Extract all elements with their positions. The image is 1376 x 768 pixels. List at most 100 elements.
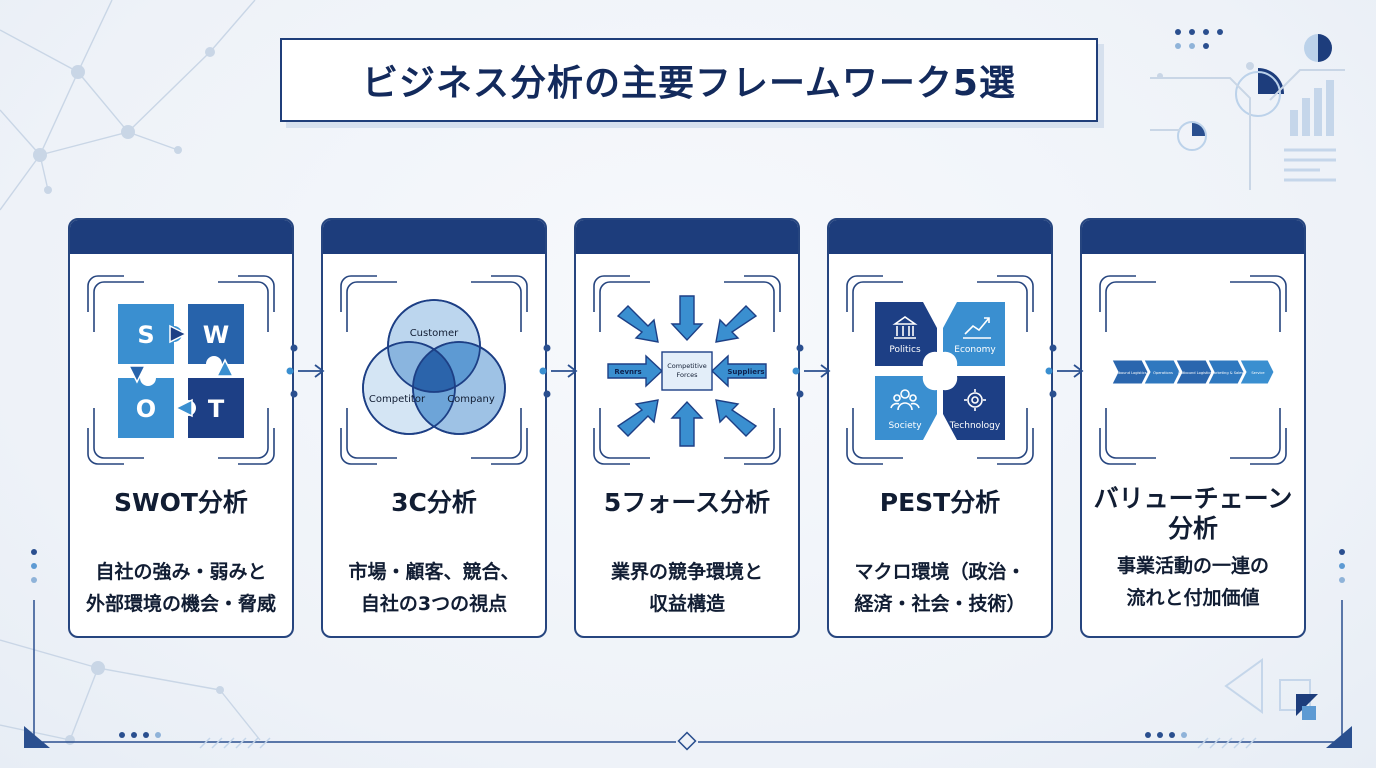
competitive-forces-box — [661, 351, 713, 391]
force-arrow-icon — [616, 399, 659, 437]
arrow-right-icon — [567, 364, 578, 378]
swot-letter-o: O — [136, 395, 156, 423]
pest-illustration: Politics Economy Society Technology — [857, 288, 1023, 454]
card-description-line: 流れと付加価値 — [1126, 587, 1260, 609]
pest-label: Society — [888, 421, 922, 431]
growth-chart-icon — [963, 317, 991, 339]
framework-card-5forces: Competitive Forces Revnrs Suppliers 5フォー… — [574, 218, 800, 638]
pest-technology-piece — [943, 376, 1005, 440]
card-title: 5フォース分析 — [603, 488, 771, 517]
card-title: PEST分析 — [879, 488, 1001, 517]
framework-card-pest: Politics Economy Society Technology PEST… — [827, 218, 1053, 638]
card-title: バリューチェーン 分析 — [1088, 484, 1298, 544]
page-title: ビジネス分析の主要フレームワーク5選 — [362, 63, 1016, 104]
swot-w-piece — [188, 304, 244, 364]
card-header-bar — [70, 220, 292, 254]
framework-card-3c: Customer Competitor Company 3C分析 市場・顧客、競… — [321, 218, 547, 638]
venn-label: Competitor — [369, 394, 426, 405]
force-arrow-icon — [607, 354, 664, 388]
illustration-frame — [846, 275, 1034, 465]
card-description-line: 市場・顧客、競合、 — [348, 561, 520, 583]
force-arrow-icon — [616, 305, 659, 343]
arrow-icon — [215, 358, 235, 377]
swot-letter-w: W — [203, 321, 229, 349]
pest-label: Politics — [889, 345, 921, 355]
connector-arrow — [286, 344, 325, 398]
value-chain-label: Marketing & Sales — [1211, 371, 1244, 375]
value-chain-step — [1175, 359, 1213, 385]
pest-politics-piece — [875, 302, 937, 366]
card-description: 自社の強み・弱みと 外部環境の機会・脅威 — [76, 556, 286, 620]
card-description-line: 自社の3つの視点 — [360, 593, 508, 615]
framework-card-value-chain: Inbound Logistics Operations Outbound Lo… — [1080, 218, 1306, 638]
value-chain-step — [1239, 359, 1275, 385]
venn-label: Customer — [410, 328, 459, 339]
pest-economy-piece — [943, 302, 1005, 366]
people-group-icon — [890, 389, 920, 411]
government-building-icon — [892, 316, 918, 339]
value-chain-label: Outbound Logistics — [1178, 371, 1213, 375]
swot-o-piece — [118, 378, 174, 438]
value-chain-step — [1207, 359, 1245, 385]
card-description: 業界の競争環境と 収益構造 — [582, 556, 792, 620]
value-chain-label: Service — [1251, 371, 1265, 375]
pest-label: Economy — [954, 345, 996, 355]
swot-s-piece — [118, 304, 182, 364]
gear-icon — [964, 389, 986, 411]
card-description-line: 収益構造 — [648, 593, 725, 615]
card-title: SWOT分析 — [114, 488, 248, 517]
swot-letter-s: S — [137, 321, 154, 349]
card-title-line: バリューチェーン — [1093, 484, 1293, 513]
connector-arrow — [539, 344, 578, 398]
force-arrow-icon — [670, 400, 704, 447]
pest-label: Technology — [949, 421, 1001, 431]
card-description: 市場・顧客、競合、 自社の3つの視点 — [329, 556, 539, 620]
pest-society-piece — [875, 376, 937, 440]
card-header-bar — [576, 220, 798, 254]
card-description-line: 外部環境の機会・脅威 — [85, 593, 276, 615]
swot-t-piece — [188, 378, 244, 438]
arrow-icon — [127, 365, 147, 384]
illustration-frame — [340, 275, 528, 465]
center-label: Competitive — [667, 362, 707, 370]
illustration-frame — [87, 275, 275, 465]
force-label-left: Revnrs — [614, 368, 641, 376]
card-title: 3C分析 — [391, 488, 477, 517]
force-arrow-icon — [670, 295, 704, 342]
card-description: マクロ環境（政治・ 経済・社会・技術） — [835, 556, 1045, 620]
force-arrow-icon — [715, 305, 758, 343]
center-label: Forces — [677, 371, 699, 379]
value-chain-step — [1143, 359, 1181, 385]
swot-letter-t: T — [208, 395, 225, 423]
connector-arrow — [1045, 344, 1084, 398]
venn-label: Company — [447, 394, 495, 405]
value-chain-illustration: Inbound Logistics Operations Outbound Lo… — [1110, 288, 1276, 454]
force-arrow-icon — [710, 354, 767, 388]
force-label-right: Suppliers — [727, 368, 764, 376]
value-chain-step — [1111, 359, 1149, 385]
card-description-line: 自社の強み・弱みと — [95, 561, 267, 583]
card-description-line: マクロ環境（政治・ — [854, 561, 1026, 583]
force-arrow-icon — [715, 399, 758, 437]
card-description: 事業活動の一連の 流れと付加価値 — [1088, 550, 1298, 614]
card-description-line: 経済・社会・技術） — [854, 593, 1026, 615]
card-header-bar — [1082, 220, 1304, 254]
card-header-bar — [829, 220, 1051, 254]
framework-card-swot: S W O T SWOT分析 自社の強み・弱みと 外部環境の機会・脅威 — [68, 218, 294, 638]
3c-venn-illustration: Customer Competitor Company — [351, 288, 517, 454]
card-description-line: 事業活動の一連の — [1116, 555, 1269, 577]
connector-arrow — [792, 344, 831, 398]
card-description-line: 業界の競争環境と — [610, 561, 763, 583]
illustration-frame — [593, 275, 781, 465]
illustration-frame — [1099, 275, 1287, 465]
arrow-icon — [174, 398, 193, 418]
5forces-illustration: Competitive Forces Revnrs Suppliers — [604, 288, 770, 454]
title-box: ビジネス分析の主要フレームワーク5選 — [280, 38, 1098, 122]
card-title-line: 分析 — [1167, 514, 1218, 543]
card-header-bar — [323, 220, 545, 254]
arrow-right-icon — [820, 364, 831, 378]
arrow-right-icon — [314, 364, 325, 378]
value-chain-label: Inbound Logistics — [1115, 371, 1146, 375]
value-chain-label: Operations — [1153, 371, 1173, 375]
